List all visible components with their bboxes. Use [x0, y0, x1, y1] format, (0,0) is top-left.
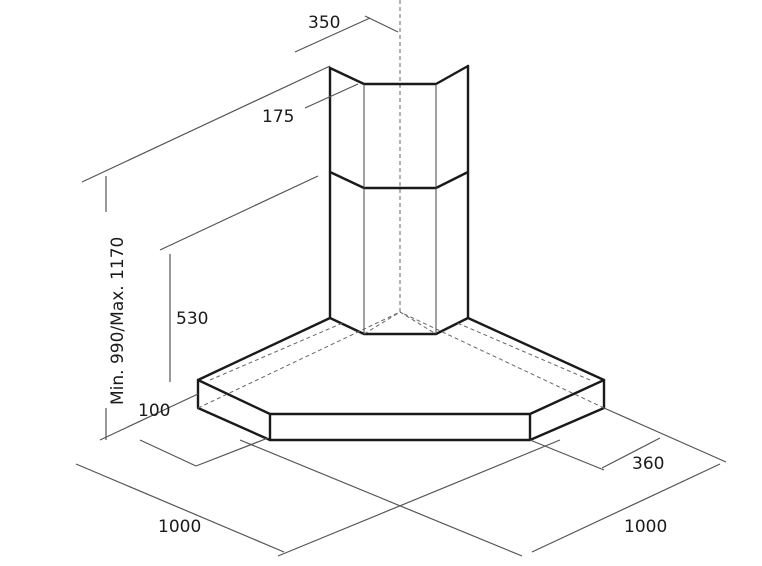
dim-350-label: 350 [308, 13, 340, 33]
dim-350-ext [364, 15, 399, 33]
dim-530-label: 530 [176, 309, 208, 329]
dim-360-line [601, 437, 661, 469]
dim-175-label: 175 [262, 107, 294, 127]
dim-100: 100 [138, 401, 170, 421]
chimney-lower-outline [328, 170, 470, 336]
dim-100-label: 100 [138, 401, 170, 421]
canopy [196, 311, 606, 442]
dim-height-bottom-ext [99, 393, 199, 441]
chimney-hidden-corner [363, 311, 437, 335]
canopy-hidden-top-right [454, 321, 591, 381]
dim-175: 175 [262, 83, 359, 127]
canopy-hidden-right [399, 311, 605, 409]
dim-height-top-ext [81, 65, 331, 183]
dim-1000-left-label: 1000 [158, 517, 201, 537]
dim-1000-left-line [75, 463, 285, 553]
chimney-upper-outline [328, 64, 470, 190]
dim-left-depth-line [139, 439, 197, 467]
dim-1000-right-ext [239, 439, 523, 557]
canopy-hidden-top-left [209, 321, 346, 381]
dim-530: 530 [159, 175, 319, 382]
dim-height-label: Min. 990/Max. 1170 [108, 237, 128, 405]
canopy-side-outline [196, 378, 606, 442]
canopy-hidden-left [197, 311, 401, 409]
dim-175-line [304, 83, 359, 109]
dim-350-line [294, 17, 371, 53]
dim-height-range: Min. 990/Max. 1170 [81, 65, 331, 441]
dim-360-right-ext [603, 407, 727, 463]
dim-1000-right: 1000 [239, 439, 721, 557]
chimney [328, 64, 470, 336]
dim-360-label: 360 [632, 454, 664, 474]
dim-left-depth [139, 437, 269, 467]
dim-1000-left-ext [277, 439, 561, 557]
dim-360: 360 [529, 407, 727, 474]
dim-1000-right-label: 1000 [624, 517, 667, 537]
chimney-top-edge [328, 64, 470, 86]
dim-360-ext [529, 439, 605, 471]
canopy-top-outline [196, 316, 606, 416]
dim-1000-right-line [531, 463, 721, 553]
dim-left-depth-ext [195, 437, 269, 467]
dim-1000-left: 1000 [75, 439, 561, 557]
dim-530-top-ext [159, 175, 319, 251]
dim-350: 350 [294, 13, 399, 53]
